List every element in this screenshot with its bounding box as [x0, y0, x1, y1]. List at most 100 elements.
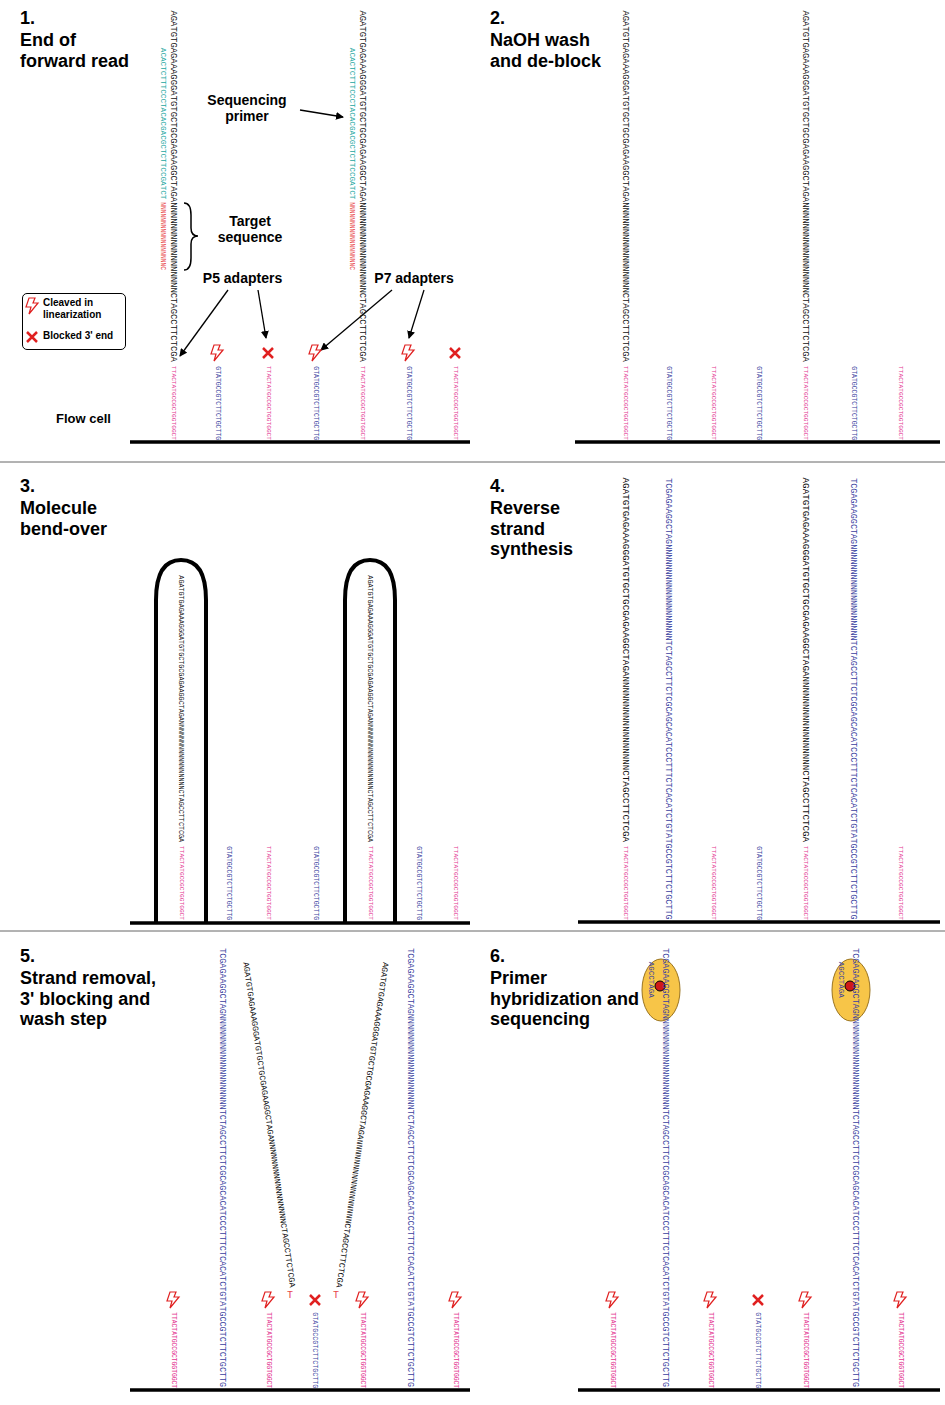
adapter-sequence: TTACTATGCCGCTGGTGGCT — [707, 1312, 713, 1388]
sequence-strand: AGATGTGAGAAAGGGATGTGCTGCGAGAAGGCTAGANNNN… — [800, 478, 809, 843]
adapter-sequence: GTATGCCGTCTTCTGCTTG — [312, 366, 318, 440]
sequence-strand: TCGAGAAGGCTAGNNNNNNNNNNNNNNNNNNNTCTAGCCT… — [664, 478, 672, 920]
adapter-sequence: TTACTATGCCGCTGGTGGCT — [710, 846, 716, 920]
sequence-strand: AGATGTGAGAAAGGGATGTGCTGCGAGAAGGCTAGANNNN… — [620, 478, 629, 843]
adapter-sequence: GTATGCCGTCTTCTGCTTG — [312, 846, 318, 920]
panel-number: 3. — [20, 476, 60, 497]
cleave-icon — [894, 1292, 906, 1308]
sequence-strand: TCGAGAAGGCTAGNNNNNNNNNNNNNNNNNNNTCTAGCCT… — [851, 948, 859, 1388]
sequence-strand: AGATGTGAGAAAGGGATGTGCTGCGAGAAGGCTAGANNNN… — [621, 10, 630, 362]
panel-number: 6. — [490, 946, 530, 967]
leader-arrow — [180, 110, 424, 356]
sequence-strand: T — [333, 1290, 345, 1302]
cleave-icon — [309, 345, 321, 361]
sequence-strand: T — [287, 1290, 299, 1302]
bracket — [184, 203, 198, 270]
sequence-strand: AGATGTGAGAAAGGGATGTGCTGCGAGAAGGCTAGANNNN… — [367, 575, 374, 842]
sequence-strand: AGATGTGAGAAAGGGATGTGCTGCGAGAAGGCTAGANNNN… — [358, 10, 367, 362]
block-icon — [450, 348, 460, 358]
adapter-sequence: GTATGCCGTCTTCTGCTTG — [755, 366, 761, 440]
legend-text: Cleaved in linearization — [43, 297, 123, 320]
callout-label: Target sequence — [202, 213, 298, 245]
cleave-icon — [167, 1292, 179, 1308]
callout-label: Sequencing primer — [192, 92, 302, 124]
sequence-strand: AGCCTAGA — [836, 962, 844, 998]
adapter-sequence: GTATGCCGTCTTCTGCTTG — [755, 1312, 762, 1388]
adapter-sequence: GTATGCCGTCTTCTGCTTG — [665, 366, 671, 440]
adapter-sequence: TTACTATGCCGCTGGTGGCT — [452, 1312, 458, 1388]
adapter-sequence: TTACTATGCCGCTGGTGGCT — [170, 366, 176, 440]
sequence-strand: TCGAGAAGGCTAGNNNNNNNNNNNNNNNNNNNTCTAGCCT… — [849, 478, 857, 920]
adapter-sequence: TTACTATGCCGCTGGTGGCT — [452, 366, 458, 440]
marker-icons — [26, 298, 906, 1308]
cleave-icon — [262, 1292, 274, 1308]
adapter-sequence: TTACTATGCCGCTGGTGGCT — [170, 1312, 176, 1388]
panel-number: 2. — [490, 8, 530, 29]
adapter-sequence: GTATGCCGTCTTCTGCTTG — [755, 846, 761, 920]
adapter-sequence: TTACTATGCCGCTGGTGGCT — [178, 846, 184, 920]
adapter-sequence: TTACTATGCCGCTGGTGGCT — [802, 366, 808, 440]
block-icon — [27, 332, 37, 342]
callout-label: P7 adapters — [364, 270, 464, 286]
legend-text: Blocked 3' end — [43, 330, 123, 342]
sequence-strand: NNNNNNNNNNNNNNNNNC — [159, 202, 165, 270]
adapter-sequence: TTACTATGCCGCTGGTGGCT — [359, 366, 365, 440]
sequence-strand: AGATGTGAGAAAGGGATGTGCTGCGAGAAGGCTAGANNNN… — [801, 10, 810, 362]
panel-title: Molecule bend-over — [20, 498, 130, 539]
adapter-sequence: TTACTATGCCGCTGGTGGCT — [897, 366, 903, 440]
panel-title: NaOH wash and de-block — [490, 30, 612, 71]
adapter-sequence: TTACTATGCCGCTGGTGGCT — [452, 846, 458, 920]
adapter-sequence: TTACTATGCCGCTGGTGGCT — [622, 846, 628, 920]
adapter-sequence: TTACTATGCCGCTGGTGGCT — [265, 1312, 271, 1388]
bent-molecule — [156, 560, 395, 922]
flow-cell-surface — [130, 442, 940, 1390]
cleave-icon — [799, 1292, 811, 1308]
cleave-icon — [402, 345, 414, 361]
sequence-strand: AGATGTGAGAAAGGGATGTGCTGCGAGAAGGCTAGANNNN… — [169, 10, 178, 362]
adapter-sequence: TTACTATGCCGCTGGTGGCT — [265, 366, 271, 440]
polymerase-complex — [642, 959, 870, 1021]
panel-separator — [0, 462, 945, 931]
adapter-sequence: TTACTATGCCGCTGGTGGCT — [897, 846, 903, 920]
adapter-sequence: TTACTATGCCGCTGGTGGCT — [802, 1312, 808, 1388]
adapter-sequence: GTATGCCGTCTTCTGCTTG — [850, 366, 856, 440]
block-icon — [310, 1295, 320, 1305]
adapter-sequence: GTATGCCGTCTTCTGCTTG — [405, 366, 411, 440]
sequence-strand: TCGAGAAGGCTAGNNNNNNNNNNNNNNNNNNNTCTAGCCT… — [661, 948, 669, 1388]
adapter-sequence: GTATGCCGTCTTCTGCTTG — [214, 366, 220, 440]
cleave-icon — [356, 1292, 368, 1308]
callout-label: Flow cell — [56, 412, 136, 427]
panel-number: 5. — [20, 946, 60, 967]
adapter-sequence: TTACTATGCCGCTGGTGGCT — [710, 366, 716, 440]
block-icon — [753, 1295, 763, 1305]
adapter-sequence: TTACTATGCCGCTGGTGGCT — [265, 846, 271, 920]
callout-label: P5 adapters — [195, 270, 290, 286]
block-icon — [263, 348, 273, 358]
adapter-sequence: GTATGCCGTCTTCTGCTTG — [415, 846, 421, 920]
panel-title: Primer hybridization and sequencing — [490, 968, 648, 1030]
sequence-strand: ACACTCTTTCCCTACACGACGCTCTTCCGATCT — [158, 48, 166, 200]
sequence-strand: TCGAGAAGGCTAGNNNNNNNNNNNNNNNNNNNTCTAGCCT… — [406, 948, 414, 1388]
panel-number: 1. — [20, 8, 60, 29]
panel-title: End of forward read — [20, 30, 135, 71]
adapter-sequence: TTACTATGCCGCTGGTGGCT — [897, 1312, 903, 1388]
adapter-sequence: TTACTATGCCGCTGGTGGCT — [367, 846, 373, 920]
adapter-sequence: TTACTATGCCGCTGGTGGCT — [359, 1312, 365, 1388]
cleave-icon — [606, 1292, 618, 1308]
legend-box: Cleaved in linearizationBlocked 3' end — [22, 293, 126, 350]
adapter-sequence: GTATGCCGTCTTCTGCTTG — [225, 846, 231, 920]
cleave-icon — [211, 345, 223, 361]
cleave-icon — [26, 298, 38, 314]
adapter-sequence: TTACTATGCCGCTGGTGGCT — [622, 366, 628, 440]
sequence-strand: NNNNNNNNNNNNNNNNNC — [348, 202, 354, 270]
adapter-sequence: TTACTATGCCGCTGGTGGCT — [609, 1312, 615, 1388]
panel-title: Strand removal, 3' blocking and wash ste… — [20, 968, 172, 1030]
cleave-icon — [704, 1292, 716, 1308]
sequence-strand: TCGAGAAGGCTAGNNNNNNNNNNNNNNNNNNNTCTAGCCT… — [218, 948, 226, 1388]
adapter-sequence: GTATGCCGTCTTCTGCTTG — [312, 1312, 319, 1388]
sequence-strand: AGATGTGAGAAAGGGATGTGCTGCGAGAAGGCTAGANNNN… — [241, 961, 296, 1288]
cleave-icon — [449, 1292, 461, 1308]
sequence-strand: ACACTCTTTCCCTACACGACGCTCTTCCGATCT — [347, 48, 355, 200]
sequence-strand: AGATGTGAGAAAGGGATGTGCTGCGAGAAGGCTAGANNNN… — [178, 575, 185, 842]
panel-title: Reverse strand synthesis — [490, 498, 615, 560]
